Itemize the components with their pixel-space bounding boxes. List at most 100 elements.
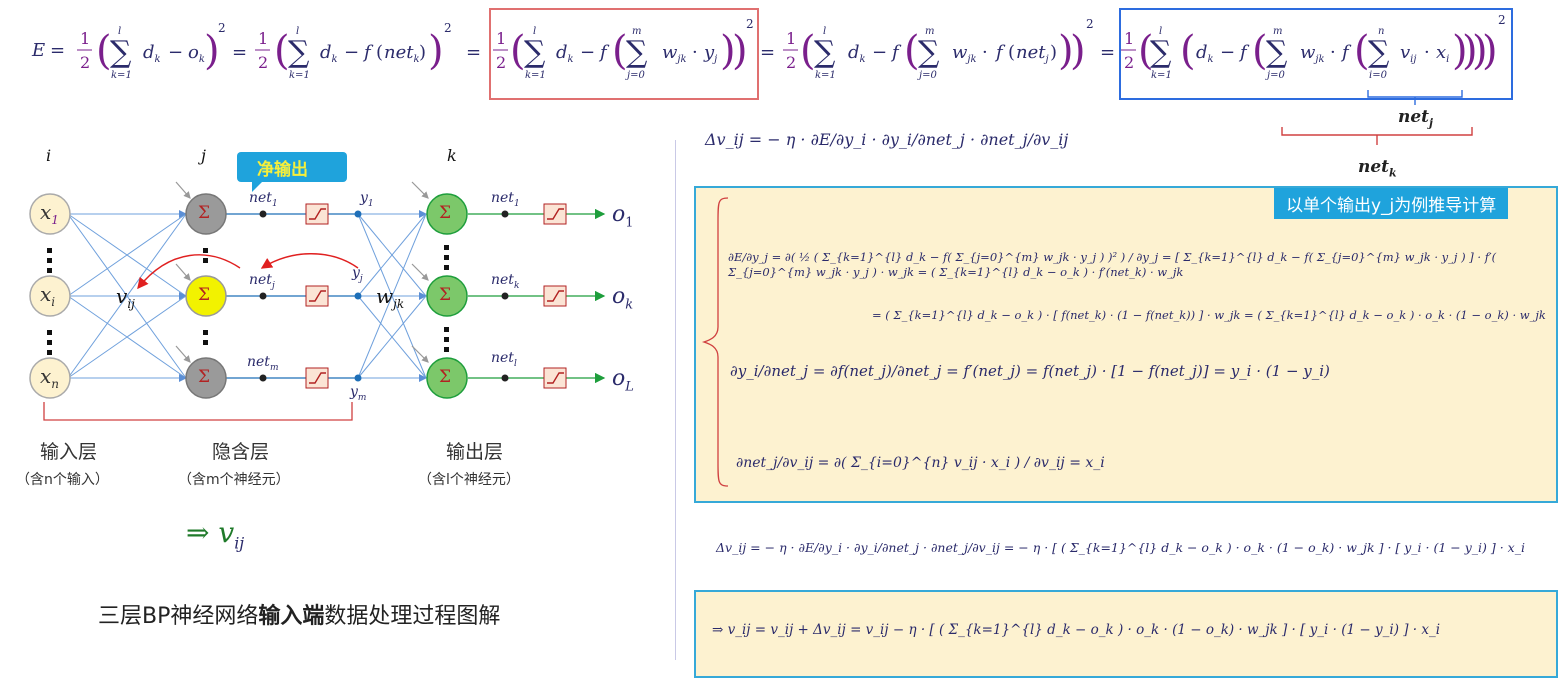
hidden-output-links xyxy=(357,210,427,382)
svg-text:=: = xyxy=(50,40,65,61)
svg-text:l: l xyxy=(1159,26,1162,37)
input-x1: x1 xyxy=(40,200,59,227)
backprop-arrows xyxy=(137,253,359,290)
svg-text:−: − xyxy=(580,42,595,63)
activation-icons xyxy=(305,203,567,389)
svg-text:): ) xyxy=(720,28,736,74)
svg-text:2: 2 xyxy=(258,53,268,72)
svg-text:m: m xyxy=(632,26,641,37)
activation-icon xyxy=(305,203,329,225)
net-dots xyxy=(259,210,267,382)
activation-icon xyxy=(543,285,567,307)
svg-text:1: 1 xyxy=(80,29,90,48)
svg-text:netk: netk xyxy=(384,42,420,65)
layer-label-k: k xyxy=(447,146,457,165)
svg-text:∑: ∑ xyxy=(1266,35,1288,70)
svg-text:(: ( xyxy=(800,28,816,74)
svg-text:l: l xyxy=(533,26,536,37)
svg-text:(: ( xyxy=(1180,28,1196,74)
sigma-hidden-m: Σ xyxy=(198,367,211,387)
delta-rule: Δv_ij = − η · ∂E/∂y_i · ∂y_i/∂net_j · ∂n… xyxy=(705,130,1069,149)
svg-text:2: 2 xyxy=(1498,13,1506,27)
svg-text:k=1: k=1 xyxy=(1151,70,1172,81)
svg-text:n: n xyxy=(1378,26,1384,37)
svg-text:wjk: wjk xyxy=(952,42,977,65)
svg-text:): ) xyxy=(732,28,748,74)
activation-icon xyxy=(305,285,329,307)
svg-text:2: 2 xyxy=(746,17,754,31)
svg-text:=: = xyxy=(466,42,481,63)
highlight-box-blue xyxy=(1119,8,1513,100)
svg-text:−: − xyxy=(344,42,359,63)
ellipsis-dots xyxy=(47,245,449,355)
svg-text:2: 2 xyxy=(1086,17,1094,31)
svg-text:): ) xyxy=(1070,28,1086,74)
svg-text:(: ( xyxy=(376,42,383,63)
output-rows xyxy=(468,208,606,384)
weight-wjk: wjk xyxy=(376,284,405,311)
svg-text:∑: ∑ xyxy=(1368,35,1390,70)
svg-text:2: 2 xyxy=(80,53,90,72)
svg-text:k=1: k=1 xyxy=(111,70,132,81)
svg-text:·: · xyxy=(1330,42,1336,63)
svg-text:∑: ∑ xyxy=(1150,35,1172,70)
svg-text:xi: xi xyxy=(1436,42,1449,65)
svg-text:l: l xyxy=(296,26,299,37)
svg-text:): ) xyxy=(1472,28,1488,74)
svg-text:·: · xyxy=(982,42,988,63)
svg-text:=: = xyxy=(760,42,775,63)
svg-text:·: · xyxy=(1424,42,1430,63)
activation-icon xyxy=(543,367,567,389)
svg-text:j=0: j=0 xyxy=(625,70,645,81)
svg-text:): ) xyxy=(1462,28,1478,74)
svg-text:): ) xyxy=(1058,28,1074,74)
svg-text:dk: dk xyxy=(848,42,866,65)
network-diagram xyxy=(29,152,606,421)
svg-text:f: f xyxy=(890,42,902,63)
brace-inner-label: net_j netj xyxy=(1398,107,1434,130)
svg-text:1: 1 xyxy=(496,29,506,48)
hidden-layer-label: 隐含层 xyxy=(212,441,270,463)
out-net-k: netk xyxy=(491,272,520,291)
output-o1: o1 xyxy=(612,202,634,231)
top-equation-svg: E = 1 2 ( ∑ l k=1 dk − ok ) 2 = 1 2 ( ∑ … xyxy=(31,13,1506,81)
svg-text:(: ( xyxy=(274,28,290,74)
hidden-net-1: net1 xyxy=(249,190,278,209)
result-arrow: ⇒ vij xyxy=(186,516,245,553)
column-divider xyxy=(675,140,676,660)
svg-text:2: 2 xyxy=(218,21,226,35)
svg-text:·: · xyxy=(692,42,698,63)
svg-text:(: ( xyxy=(1138,28,1154,74)
deriv-line-3: ∂y_i/∂net_j = ∂f(net_j)/∂net_j = f′(net_… xyxy=(730,362,1330,380)
svg-text:m: m xyxy=(925,26,934,37)
svg-text:l: l xyxy=(823,26,826,37)
deriv-line-2: = ( Σ_{k=1}^{l} d_k − o_k ) · [ f(net_k)… xyxy=(872,308,1546,322)
svg-text:2: 2 xyxy=(496,53,506,72)
svg-text:j=0: j=0 xyxy=(917,70,937,81)
svg-text:(: ( xyxy=(904,28,920,74)
input-layer-label: 输入层 xyxy=(40,441,98,463)
update-rule: ⇒ v_ij = v_ij + Δv_ij = v_ij − η · [ ( Σ… xyxy=(712,622,1441,638)
svg-text:): ) xyxy=(1482,28,1498,74)
y-label-m: ym xyxy=(350,384,367,403)
output-layer-note: （含l个神经元） xyxy=(418,472,520,488)
deriv-line-4: ∂net_j/∂v_ij = ∂( Σ_{i=0}^{n} v_ij · x_i… xyxy=(736,455,1105,471)
out-net-l: netl xyxy=(491,350,517,369)
svg-text:netj: netj xyxy=(1016,42,1049,65)
svg-text:yj: yj xyxy=(703,42,717,65)
svg-text:): ) xyxy=(419,42,426,63)
svg-text:k=1: k=1 xyxy=(815,70,836,81)
y-label-j: yj xyxy=(352,265,363,284)
input-nodes xyxy=(29,193,71,399)
svg-text:=: = xyxy=(1100,42,1115,63)
svg-text:i=0: i=0 xyxy=(1369,70,1388,81)
svg-text:∑: ∑ xyxy=(524,35,546,70)
svg-text:−: − xyxy=(872,42,887,63)
derivation-panel xyxy=(694,186,1558,503)
weight-vij: vij xyxy=(116,284,135,311)
input-xi: xi xyxy=(40,282,56,309)
svg-text:∑: ∑ xyxy=(110,35,132,70)
svg-text:2: 2 xyxy=(1124,53,1134,72)
svg-text:1: 1 xyxy=(786,29,796,48)
svg-text:(: ( xyxy=(1252,28,1268,74)
